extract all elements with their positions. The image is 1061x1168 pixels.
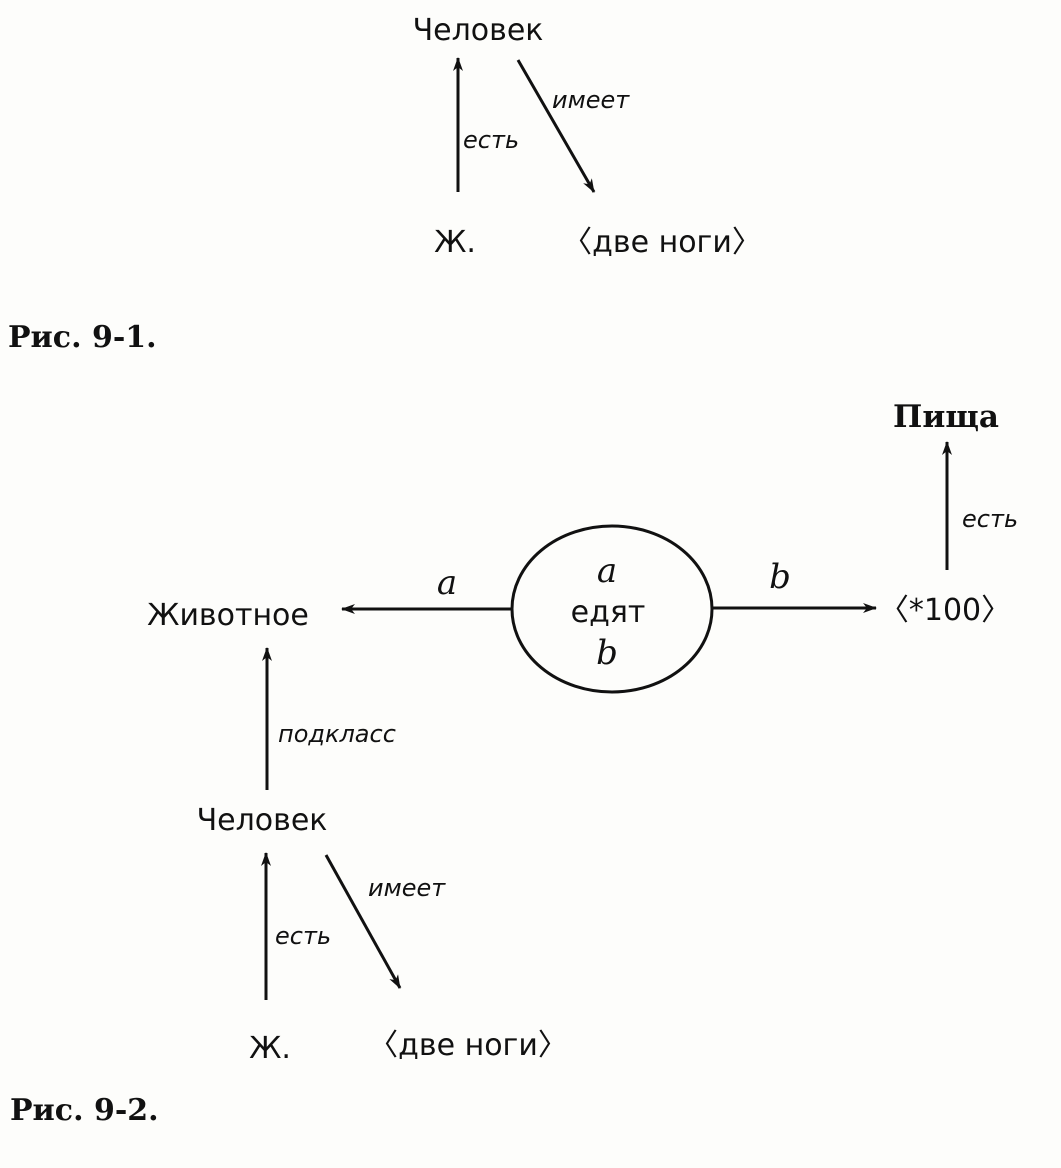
fig2-label-agent: a xyxy=(437,563,457,603)
fig1-node-human: Человек xyxy=(413,13,544,48)
fig2-node-animal: Животное xyxy=(147,598,309,633)
fig2-label-food-is: есть xyxy=(962,505,1018,533)
fig1-node-two-legs: 〈две ноги〉 xyxy=(562,225,762,260)
fig2-node-human: Человек xyxy=(197,803,328,838)
fig2-label-subclass: подкласс xyxy=(278,720,396,748)
fig2-label-object: b xyxy=(769,557,791,597)
fig2-label-is: есть xyxy=(275,922,331,950)
fig2-node-food: Пища xyxy=(893,399,999,435)
figure-9-1: Человек есть имеет Ж. 〈две ноги〉 Рис. 9-… xyxy=(8,13,762,355)
fig2-node-two-legs: 〈две ноги〉 xyxy=(368,1028,568,1063)
fig2-node-hundred: 〈*100〉 xyxy=(879,593,1011,628)
fig2-edge-has xyxy=(324,854,402,989)
fig1-label-has: имеет xyxy=(552,86,630,114)
figure-9-2: Пища есть 〈*100〉 a едят b a b Животное п… xyxy=(10,399,1018,1128)
fig2-caption: Рис. 9-2. xyxy=(10,1093,159,1128)
fig2-label-has: имеет xyxy=(368,874,446,902)
fig2-event-subject-var: a xyxy=(597,551,617,591)
fig1-node-zh: Ж. xyxy=(434,225,476,260)
fig2-event-verb: едят xyxy=(571,595,646,630)
fig1-label-is: есть xyxy=(463,126,519,154)
fig1-edge-has xyxy=(516,59,596,193)
fig2-event-object-var: b xyxy=(596,633,618,673)
fig2-node-zh: Ж. xyxy=(249,1031,291,1066)
fig1-caption: Рис. 9-1. xyxy=(8,320,157,355)
